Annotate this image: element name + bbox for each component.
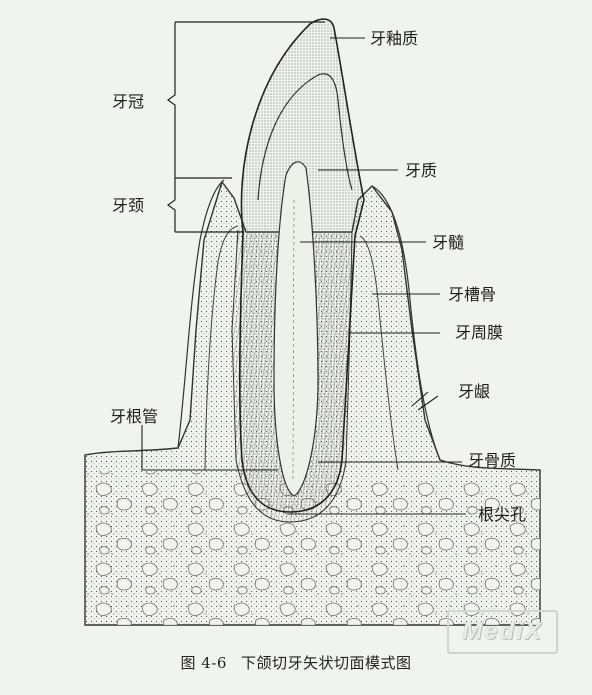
label-pulp: 牙髓	[432, 233, 465, 252]
figure-caption: 图 4-6 下颌切牙矢状切面模式图	[0, 652, 592, 673]
label-periodontal-ligament: 牙周膜	[455, 323, 504, 342]
label-enamel: 牙釉质	[370, 29, 419, 48]
label-apical-foramen: 根尖孔	[478, 505, 527, 524]
figure-title: 下颌切牙矢状切面模式图	[240, 654, 412, 672]
label-alveolar-bone: 牙槽骨	[448, 285, 497, 304]
gingiva-outline	[177, 179, 441, 461]
tooth	[238, 18, 365, 513]
label-crown: 牙冠	[112, 92, 145, 111]
figure-number: 图 4-6	[180, 654, 227, 672]
brackets	[166, 21, 325, 233]
alveolar-bone-crest	[204, 225, 399, 471]
watermark-logo: MediX	[447, 610, 558, 654]
label-neck: 牙颈	[112, 196, 145, 215]
label-gingiva: 牙龈	[458, 382, 491, 401]
label-cementum: 牙骨质	[468, 451, 517, 470]
label-root-canal: 牙根管	[110, 407, 159, 426]
leader-lines	[141, 37, 466, 515]
label-dentin: 牙质	[405, 161, 438, 180]
